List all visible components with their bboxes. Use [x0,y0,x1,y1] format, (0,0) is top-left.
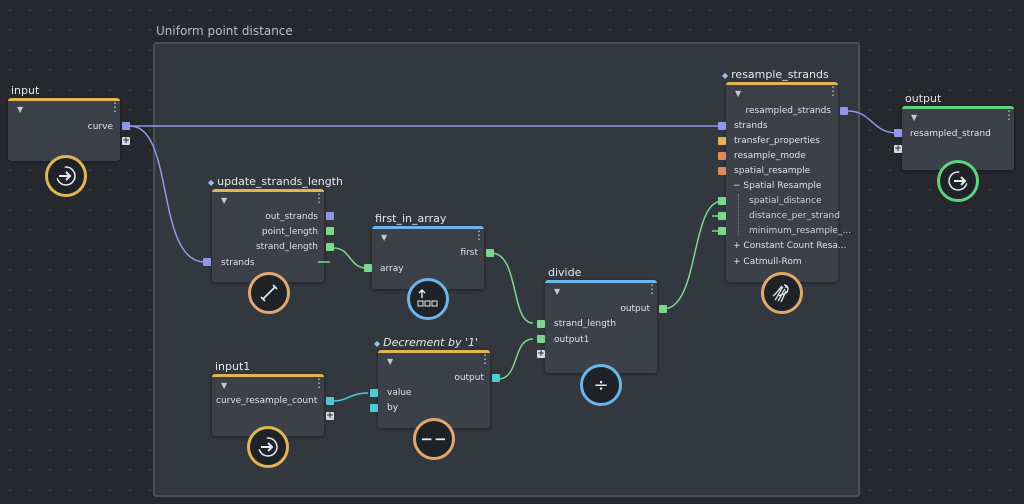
node-menu-icon[interactable]: ⋮ [1003,108,1015,122]
port-by-in[interactable] [370,404,378,412]
collapse-icon[interactable]: ▼ [221,381,228,390]
port-transfer-properties[interactable] [718,137,726,145]
port-spatial-distance[interactable] [718,197,726,205]
tree-guide [738,194,739,236]
port-label-curve: curve [87,122,113,132]
node-resample-title: ◆resample_strands [722,68,829,81]
port-decrement-out[interactable] [492,374,500,382]
node-output[interactable]: ▼ ⋮ [902,106,1015,170]
port-strand-length-in[interactable] [537,320,545,328]
node-update-title: ◆update_strands_length [208,175,343,188]
port-label-spatial-resample: spatial_resample [734,166,811,176]
port-minimum-resample[interactable] [718,227,726,235]
port-strands-in[interactable] [203,258,211,266]
group-catmull-rom[interactable]: + Catmull-Rom [733,257,802,267]
node-input1-title: input1 [215,360,251,373]
port-label-by: by [387,403,399,413]
port-out-strands[interactable] [326,212,334,220]
group-constant-count[interactable]: + Constant Count Resa... [733,241,847,251]
port-first-out[interactable] [486,249,494,257]
port-array-in[interactable] [364,264,372,272]
node-update-strands-length[interactable]: ▼ ⋮ [212,189,325,282]
port-label-strands-in: strands [734,121,768,131]
port-resample-mode[interactable] [718,152,726,160]
port-label-spatial-distance: spatial_distance [749,196,822,206]
port-strands-in[interactable] [718,122,726,130]
node-input[interactable]: ▼ ⋮ [8,98,121,161]
port-point-length[interactable] [326,227,334,235]
node-input-title: input [11,84,40,97]
collapse-icon[interactable]: ▼ [381,233,388,242]
node-first-title: first_in_array [375,212,447,225]
port-label-value: value [387,388,412,398]
node-menu-icon[interactable]: ⋮ [109,100,121,114]
collapse-icon[interactable]: ▼ [735,89,742,98]
node-output-title: output [905,92,942,105]
port-label-strand-length-in: strand_length [554,319,617,329]
port-curve-resample-count[interactable] [326,397,334,405]
port-label-array: array [380,264,404,274]
collapse-icon[interactable]: ▼ [554,287,561,296]
port-label-minimum-resample: minimum_resample_... [749,226,852,236]
node-decrement-title: ◆Decrement by '1' [374,336,479,349]
port-label-transfer-properties: transfer_properties [734,136,820,146]
port-resampled-strands-out[interactable] [840,107,848,115]
port-label-divide-output: output [620,304,650,314]
port-label-strands: strands [221,258,255,268]
add-port-icon[interactable]: + [537,349,545,359]
port-distance-per-strand[interactable] [718,212,726,220]
collapse-icon[interactable]: ▼ [387,357,394,366]
node-menu-icon[interactable]: ⋮ [473,228,485,242]
collapse-minus-icon: − [733,181,741,191]
port-label-curve-resample-count: curve_resample_count [216,396,318,406]
node-menu-icon[interactable]: ⋮ [646,282,658,296]
node-menu-icon[interactable]: ⋮ [479,352,491,366]
port-strand-length[interactable] [326,243,334,251]
port-resampled-strand-in[interactable] [894,129,902,137]
node-input1[interactable]: ▼ ⋮ [212,374,325,436]
group-spatial-resample[interactable]: − Spatial Resample [733,181,822,191]
node-menu-icon[interactable]: ⋮ [313,191,325,205]
port-label-point-length: point_length [261,227,318,237]
decrement-icon: −− [413,418,455,460]
add-port-icon[interactable]: + [894,144,902,154]
expand-plus-icon: + [733,257,741,267]
node-resample-strands[interactable]: ▼ ⋮ [726,82,839,282]
port-value-in[interactable] [370,389,378,397]
ruler-icon [248,272,290,314]
port-label-first: first [460,248,478,258]
node-divide-title: divide [548,266,582,279]
collapse-icon[interactable]: ▼ [221,196,228,205]
port-label-decrement-output: output [454,373,484,383]
node-menu-icon[interactable]: ⋮ [827,84,839,98]
port-label-resample-mode: resample_mode [734,151,806,161]
squid-icon [761,272,803,314]
port-label-strand-length: strand_length [255,242,318,252]
node-menu-icon[interactable]: ⋮ [313,376,325,390]
node-decrement[interactable]: ▼ ⋮ [378,350,491,428]
arrow-in-icon [45,155,87,197]
collapse-icon[interactable]: ▼ [17,105,24,114]
port-label-resampled-strands: resampled_strands [745,106,831,116]
arrow-in-icon [247,426,289,468]
port-label-distance-per-strand: distance_per_strand [749,211,840,221]
port-curve-out[interactable] [122,122,130,130]
port-label-output1: output1 [554,335,590,345]
port-spatial-resample[interactable] [718,167,726,175]
port-divide-out[interactable] [659,305,667,313]
divide-icon: ÷ [580,364,622,406]
add-port-icon[interactable]: + [326,411,334,421]
frame-title: Uniform point distance [156,24,293,38]
collapse-icon[interactable]: ▼ [911,113,918,122]
expand-plus-icon: + [733,241,741,251]
arrow-out-icon [937,160,979,202]
node-divide[interactable]: ▼ ⋮ [545,280,658,373]
add-port-icon[interactable]: + [122,136,130,146]
port-label-out-strands: out_strands [265,212,318,222]
port-output1-in[interactable] [537,335,545,343]
array-first-icon [407,278,449,320]
port-label-resampled-strand: resampled_strand [910,129,991,139]
